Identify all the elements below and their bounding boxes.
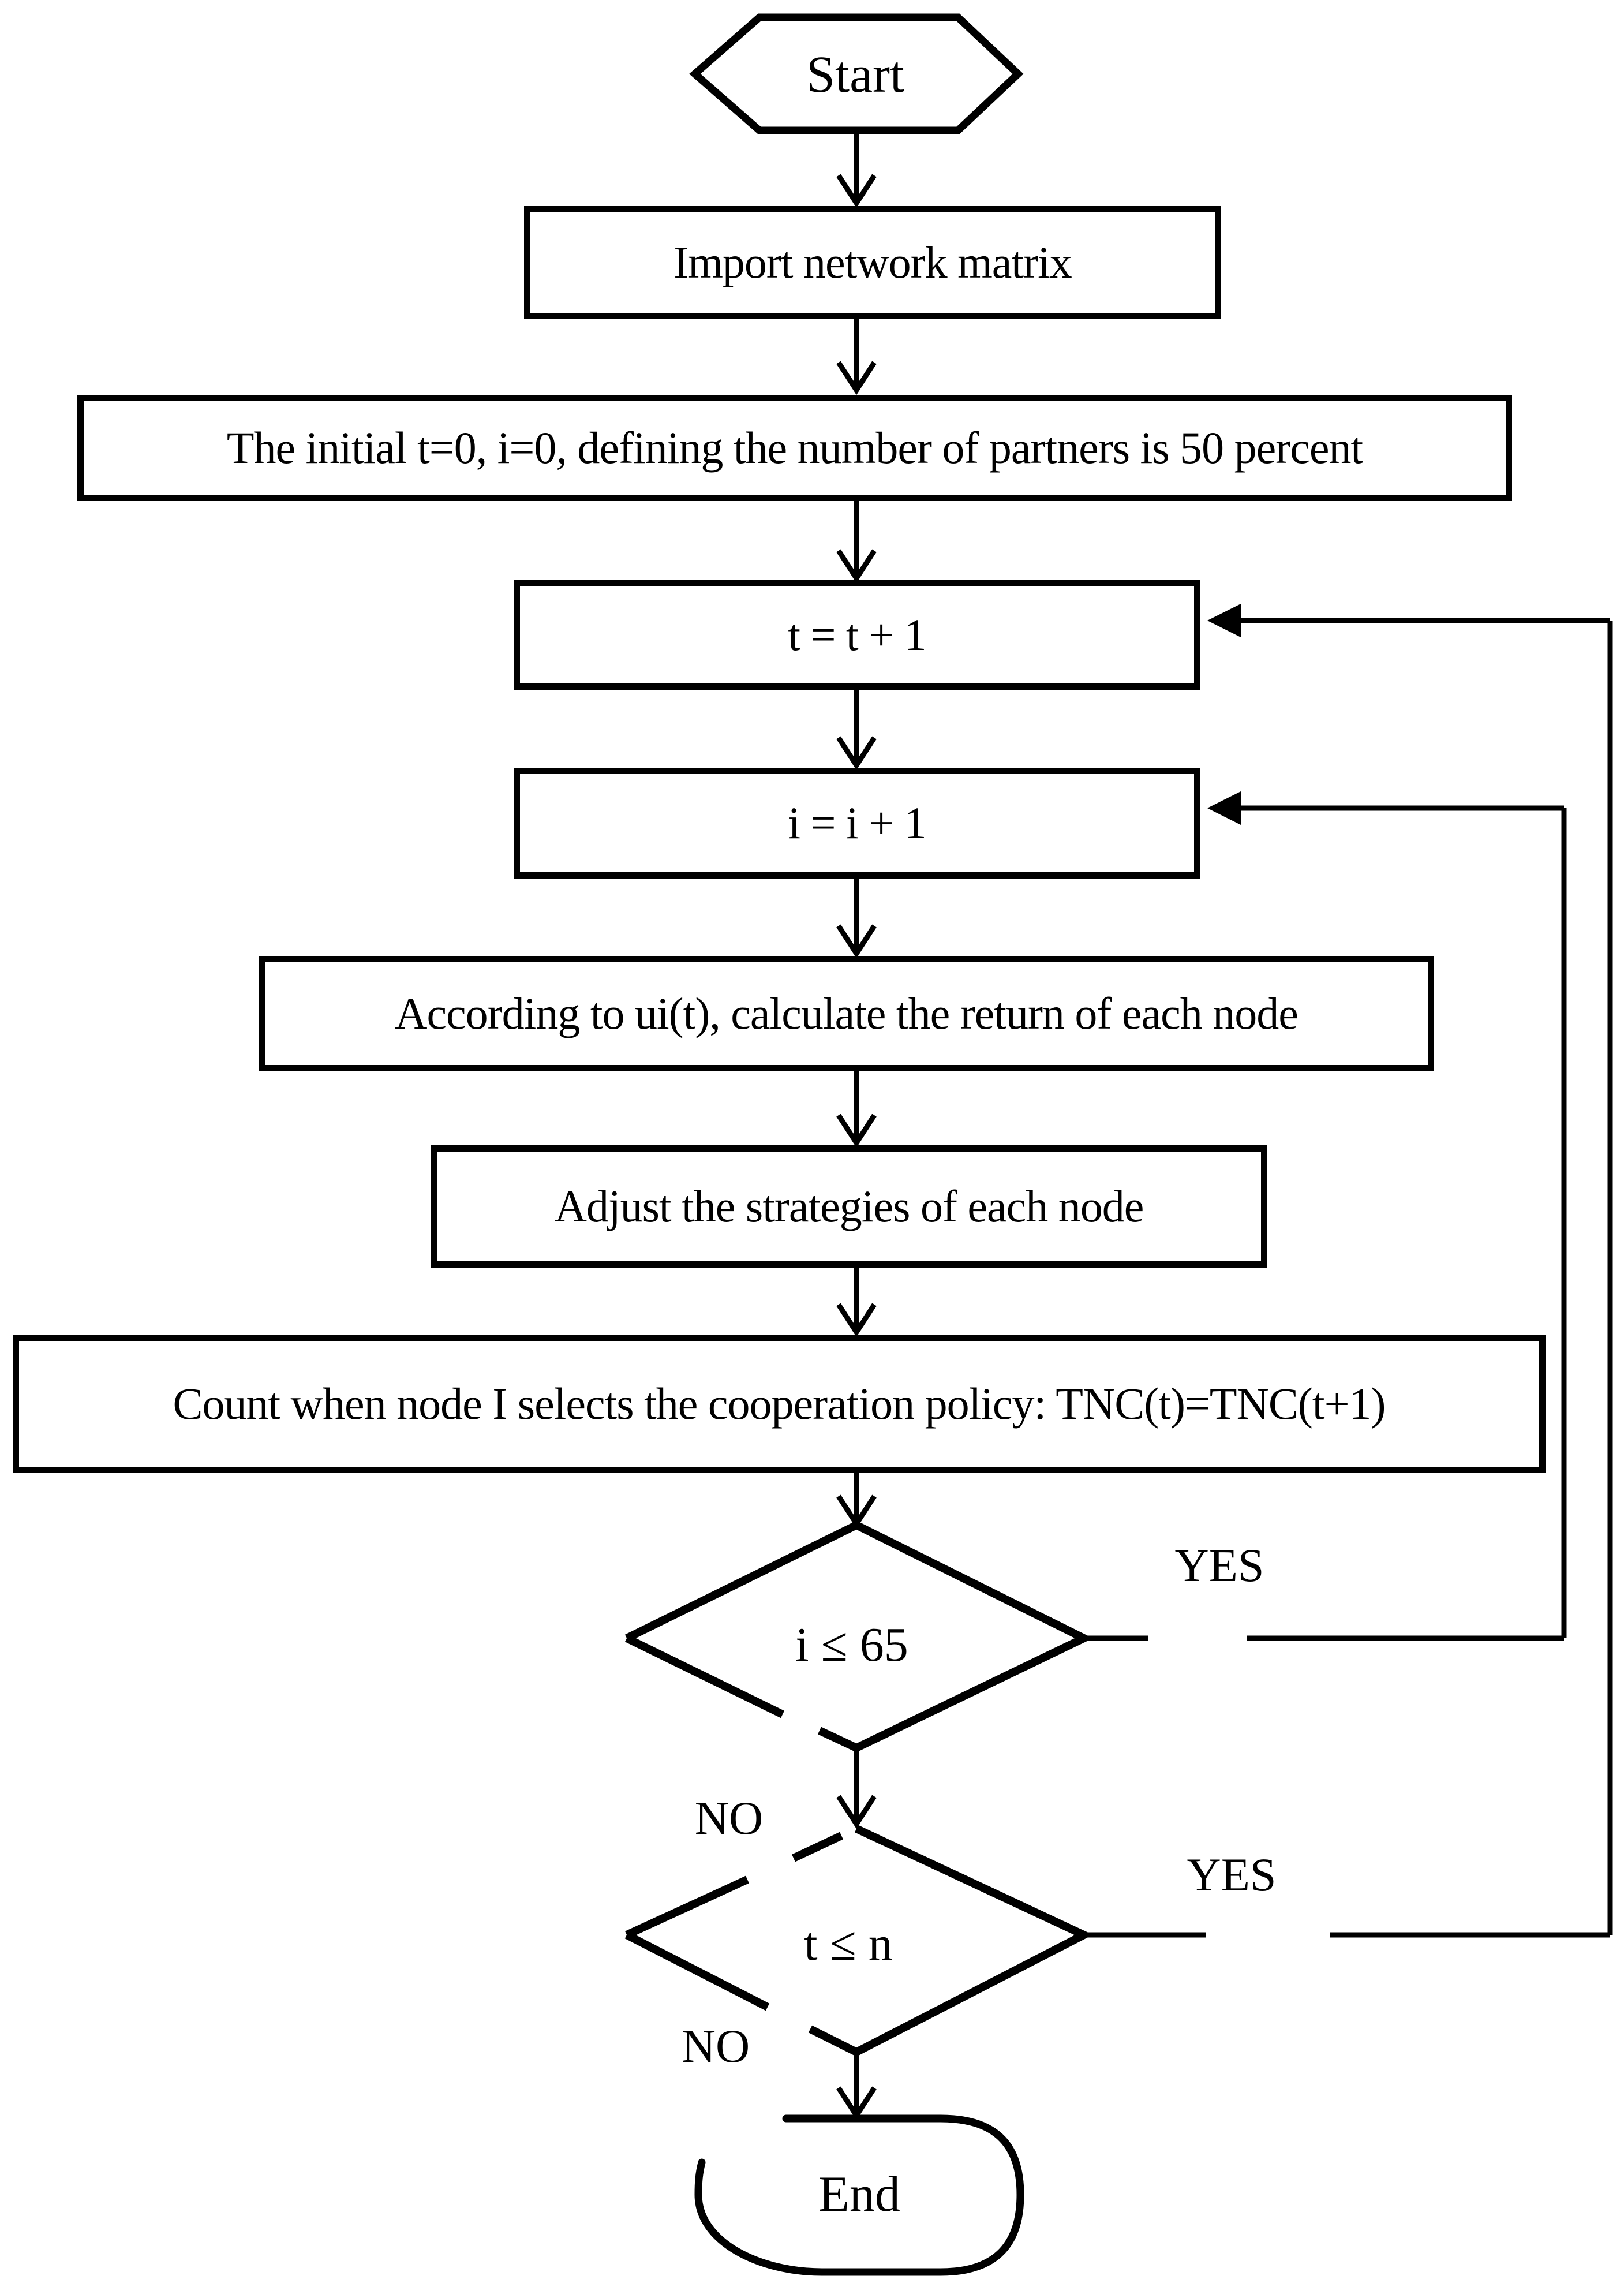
process-increment-i: i = i + 1 xyxy=(514,768,1200,879)
decision-t-bottom-left-segment xyxy=(624,1931,770,2011)
arrowhead-into-adjust xyxy=(836,1114,877,1148)
decision-t-yes-label: YES xyxy=(1187,1848,1277,1901)
arrowhead-into-count xyxy=(836,1303,877,1337)
decision-i-yes-label: YES xyxy=(1174,1539,1264,1591)
decision-i-bottom-left-stub xyxy=(818,1727,858,1752)
decision-t-no-label: NO xyxy=(681,2020,750,2072)
process-initialize: The initial t=0, i=0, defining the numbe… xyxy=(77,395,1512,501)
start-hexagon xyxy=(689,13,1024,134)
process-increment-t: t = t + 1 xyxy=(514,580,1200,690)
arrowhead-into-decision-t xyxy=(836,1795,877,1829)
arrowhead-into-init xyxy=(836,361,877,395)
decision-i-no-label: NO xyxy=(694,1792,764,1844)
process-increment-t-label: t = t + 1 xyxy=(788,610,926,660)
process-initialize-label: The initial t=0, i=0, defining the numbe… xyxy=(226,423,1363,473)
process-import-network-matrix-label: Import network matrix xyxy=(673,237,1072,288)
process-adjust-strategies: Adjust the strategies of each node xyxy=(431,1145,1267,1268)
decision-t-label: t ≤ n xyxy=(804,1917,893,1971)
decision-t-outline-right xyxy=(854,1825,1093,2056)
arrowhead-into-import xyxy=(836,174,877,208)
decision-i-label: i ≤ 65 xyxy=(795,1618,908,1672)
decision-t-top-left-segment xyxy=(625,1875,749,1939)
arrowhead-loop-into-i-box xyxy=(1207,791,1241,825)
end-stadium xyxy=(694,2114,1024,2276)
decision-t-top-left-stub xyxy=(792,1832,843,1862)
arrowhead-into-i xyxy=(836,736,877,771)
decision-i-bottom-left-segment xyxy=(624,1634,785,1718)
process-count-cooperation-label: Count when node I selects the cooperatio… xyxy=(173,1378,1386,1429)
process-count-cooperation: Count when node I selects the cooperatio… xyxy=(13,1335,1546,1473)
decision-t-bottom-left-stub xyxy=(808,2025,859,2056)
process-import-network-matrix: Import network matrix xyxy=(524,206,1221,319)
arrowhead-into-t xyxy=(836,549,877,584)
process-calculate-return: According to ui(t), calculate the return… xyxy=(259,956,1434,1071)
decision-i-outline xyxy=(624,1520,1093,1752)
process-calculate-return-label: According to ui(t), calculate the return… xyxy=(395,988,1299,1039)
start-label: Start xyxy=(806,46,904,103)
arrowhead-loop-into-t-box xyxy=(1207,604,1241,637)
arrowhead-into-calc xyxy=(836,924,877,959)
process-adjust-strategies-label: Adjust the strategies of each node xyxy=(554,1181,1144,1232)
end-label: End xyxy=(818,2166,900,2222)
process-increment-i-label: i = i + 1 xyxy=(788,798,926,849)
